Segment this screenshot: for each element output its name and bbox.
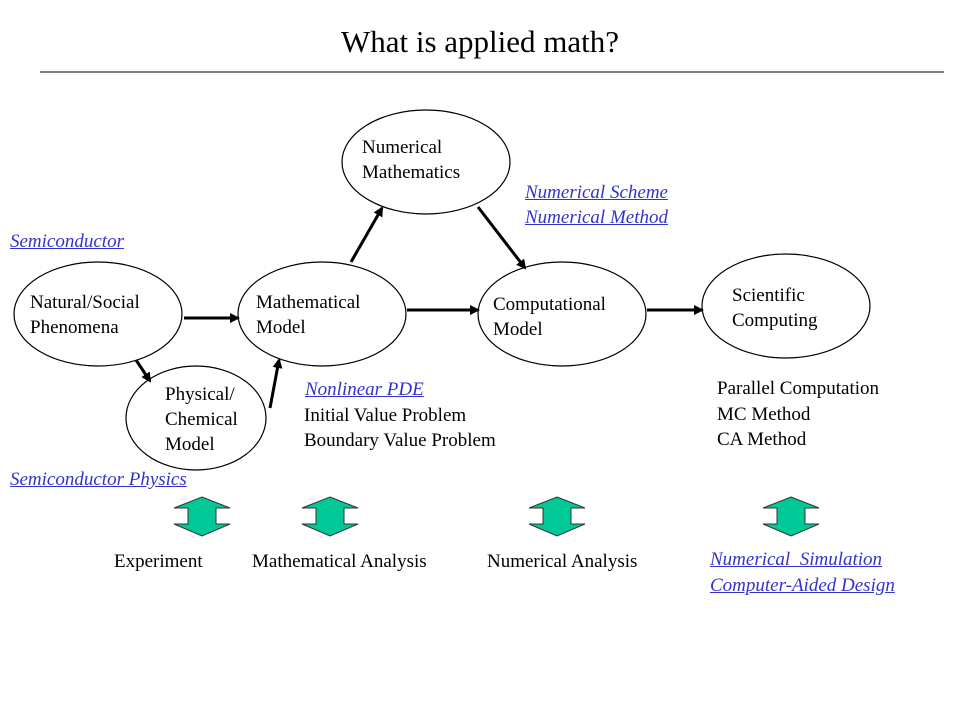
link-cad[interactable]: Computer-Aided Design [710, 575, 895, 596]
link-numerical-method[interactable]: Numerical Method [525, 207, 669, 228]
label-math-analysis: Mathematical Analysis [252, 551, 427, 572]
arrow-natural-to-physical [134, 359, 152, 383]
slide-title: What is applied math? [340, 24, 620, 59]
double-arrow-simulation [762, 496, 820, 537]
link-semiconductor[interactable]: Semiconductor [10, 231, 124, 252]
double-arrow-experiment [173, 496, 231, 537]
link-nonlinear-pde[interactable]: Nonlinear PDE [305, 379, 424, 400]
label-experiment: Experiment [114, 551, 203, 572]
node-physical-ellipse [125, 365, 267, 471]
node-numerical-math-ellipse [341, 109, 511, 215]
link-semiconductor-physics[interactable]: Semiconductor Physics [10, 469, 187, 490]
link-numerical-scheme[interactable]: Numerical Scheme [525, 182, 668, 203]
note-mc: MC Method [717, 404, 811, 425]
note-ca: CA Method [717, 429, 807, 450]
note-bvp: Boundary Value Problem [304, 430, 496, 451]
arrow-nummath-to-comp [476, 206, 527, 270]
arrow-physical-to-math [268, 358, 283, 409]
note-ivp: Initial Value Problem [304, 405, 467, 426]
note-parallel: Parallel Computation [717, 378, 880, 399]
double-arrow-math-analysis [301, 496, 359, 537]
arrow-math-to-nummath [349, 206, 384, 263]
node-natural-ellipse [13, 261, 183, 367]
double-arrow-num-analysis [528, 496, 586, 537]
link-numerical-simulation[interactable]: Numerical Simulation [710, 549, 883, 570]
label-num-analysis: Numerical Analysis [487, 551, 638, 572]
